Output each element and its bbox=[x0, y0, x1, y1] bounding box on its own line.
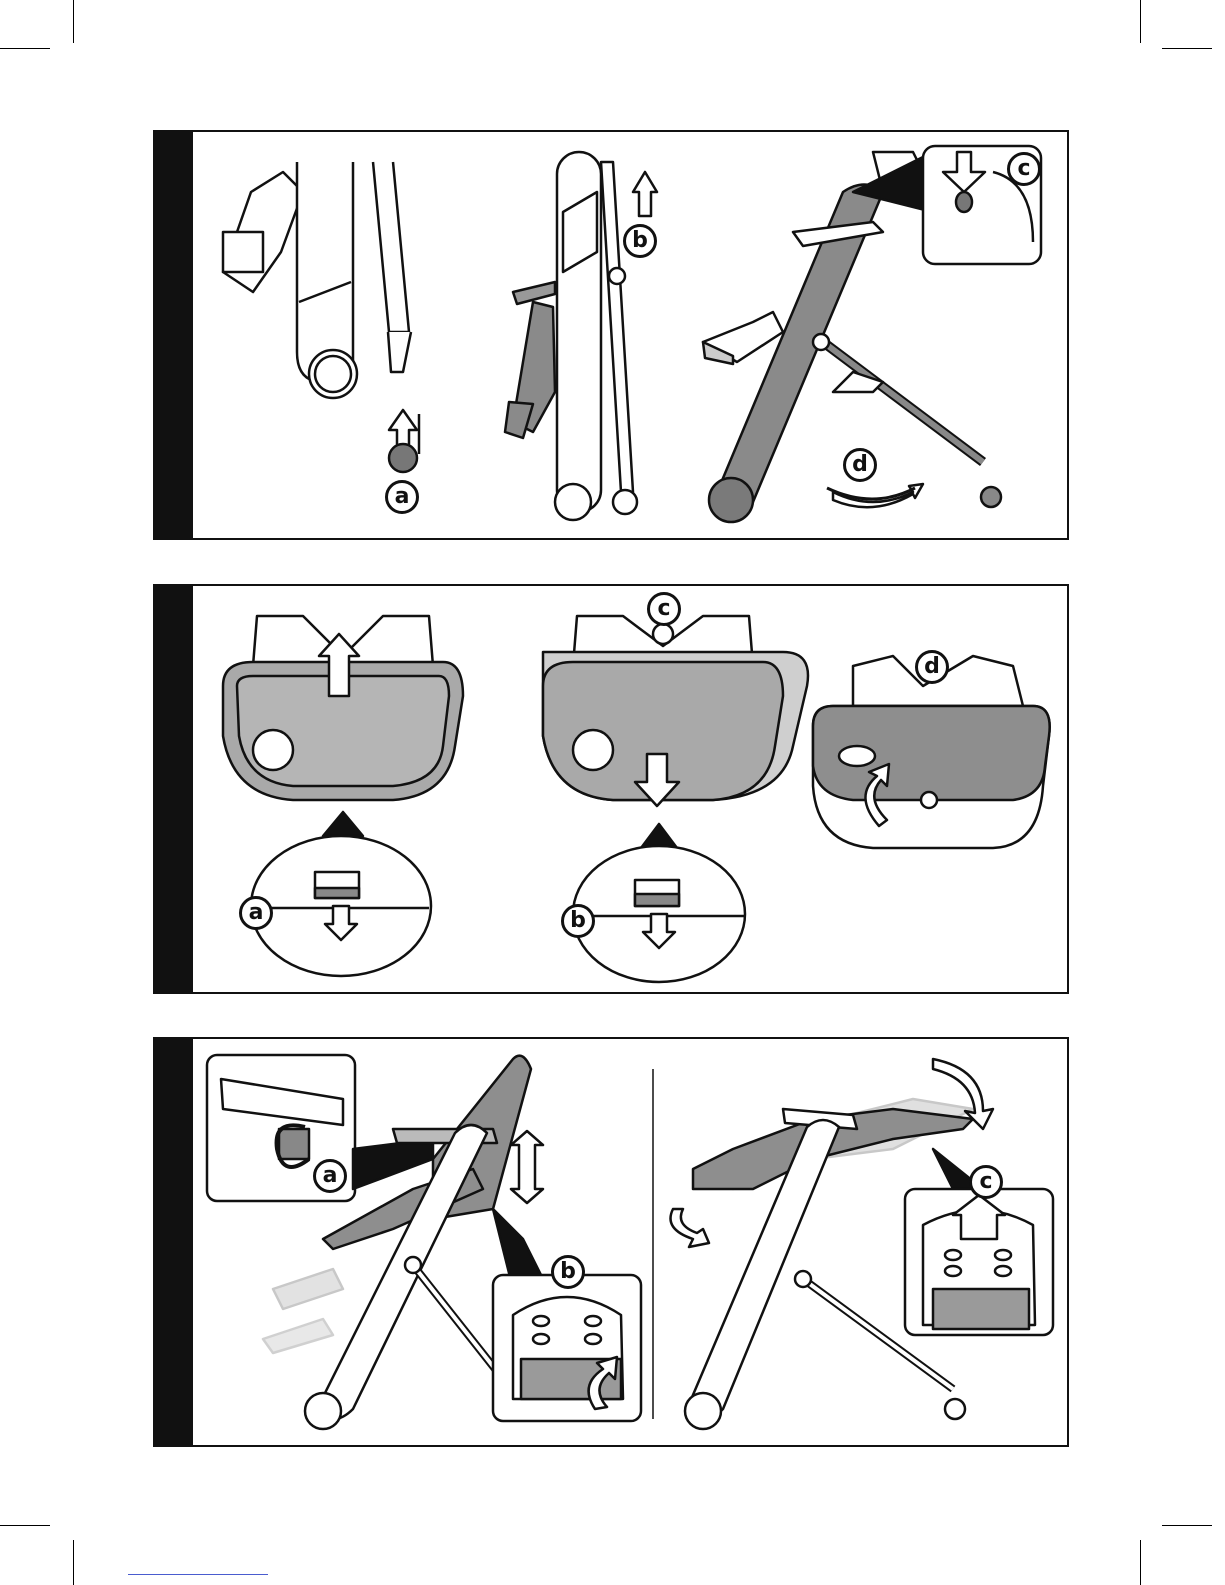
callout-b-badge: b bbox=[623, 224, 657, 258]
crop-mark-top-left-v bbox=[73, 0, 74, 43]
crop-mark-bottom-right-v bbox=[1140, 1540, 1141, 1585]
step-panel-1: a b c d bbox=[153, 130, 1069, 540]
callout-c-badge: c bbox=[647, 592, 681, 626]
callout-d-badge: d bbox=[915, 650, 949, 684]
step-panel-2: a b c d bbox=[153, 584, 1069, 994]
callout-d-badge: d bbox=[843, 448, 877, 482]
callout-c-badge: c bbox=[1007, 152, 1041, 186]
step-panel-3-side-bar bbox=[155, 1039, 193, 1445]
step-panel-2-side-bar bbox=[155, 586, 193, 992]
callout-a-badge: a bbox=[385, 480, 419, 514]
callout-a-badge: a bbox=[313, 1159, 347, 1193]
step-panel-1-illustration bbox=[193, 132, 1067, 538]
callout-b-badge: b bbox=[561, 904, 595, 938]
crop-mark-bottom-right-h bbox=[1162, 1525, 1212, 1526]
crop-mark-bottom-left-h bbox=[0, 1525, 50, 1526]
footer-underline bbox=[128, 1574, 268, 1575]
step-panel-3: a b c bbox=[153, 1037, 1069, 1447]
crop-mark-top-right-v bbox=[1140, 0, 1141, 43]
step-panel-1-side-bar bbox=[155, 132, 193, 538]
crop-mark-top-right-h bbox=[1162, 48, 1212, 49]
callout-b-badge: b bbox=[551, 1255, 585, 1289]
step-panel-2-illustration bbox=[193, 586, 1067, 992]
step-panel-3-illustration bbox=[193, 1039, 1067, 1445]
crop-mark-bottom-left-v bbox=[73, 1540, 74, 1585]
callout-a-badge: a bbox=[239, 896, 273, 930]
callout-c-badge: c bbox=[969, 1165, 1003, 1199]
crop-mark-top-left-h bbox=[0, 48, 50, 49]
